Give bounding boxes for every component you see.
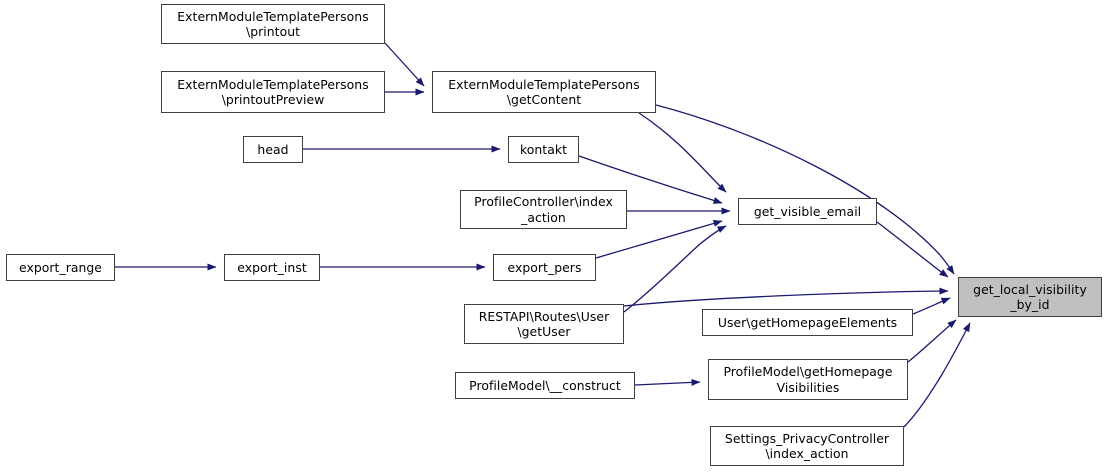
node-settingsPrivacyControllerIndexAction[interactable]: Settings_PrivacyController \index_action — [710, 426, 904, 466]
node-get_local_visibility_by_id[interactable]: get_local_visibility _by_id — [958, 277, 1102, 317]
node-restapiGetUser[interactable]: RESTAPI\Routes\User \getUser — [464, 304, 624, 344]
edge-printout-to-getContent — [384, 42, 425, 87]
edge-profileModelGetHomepageVisibilities-to-get_local_visibility_by_id — [907, 319, 957, 363]
edge-profileModelConstruct-to-profileModelGetHomepageVisibilities — [634, 378, 701, 386]
edge-settingsPrivacyControllerIndexAction-to-get_local_visibility_by_id — [903, 322, 971, 428]
node-getContent[interactable]: ExternModuleTemplatePersons \getContent — [432, 71, 656, 113]
edge-getContent-to-get_visible_email — [638, 112, 727, 193]
node-export_range[interactable]: export_range — [6, 254, 115, 281]
node-export_inst[interactable]: export_inst — [224, 254, 320, 281]
node-get_visible_email[interactable]: get_visible_email — [738, 198, 877, 225]
edge-userGetHomepageElements-to-get_local_visibility_by_id — [912, 297, 951, 315]
edge-get_visible_email-to-get_local_visibility_by_id — [876, 221, 949, 278]
edge-restapiGetUser-to-get_local_visibility_by_id — [623, 287, 949, 307]
node-profileControllerIndexAction[interactable]: ProfileController\index _action — [460, 190, 627, 229]
node-printoutPreview[interactable]: ExternModuleTemplatePersons \printoutPre… — [161, 71, 385, 113]
node-profileModelGetHomepageVisibilities[interactable]: ProfileModel\getHomepage Visibilities — [708, 359, 908, 400]
edge-getContent-to-get_local_visibility_by_id — [655, 104, 955, 275]
node-export_pers[interactable]: export_pers — [493, 254, 596, 281]
node-kontakt[interactable]: kontakt — [508, 136, 579, 163]
node-userGetHomepageElements[interactable]: User\getHomepageElements — [702, 309, 913, 336]
node-profileModelConstruct[interactable]: ProfileModel\__construct — [455, 372, 635, 399]
node-printout[interactable]: ExternModuleTemplatePersons \printout — [161, 4, 385, 44]
edge-restapiGetUser-to-get_visible_email — [623, 225, 727, 313]
node-head[interactable]: head — [243, 136, 303, 163]
